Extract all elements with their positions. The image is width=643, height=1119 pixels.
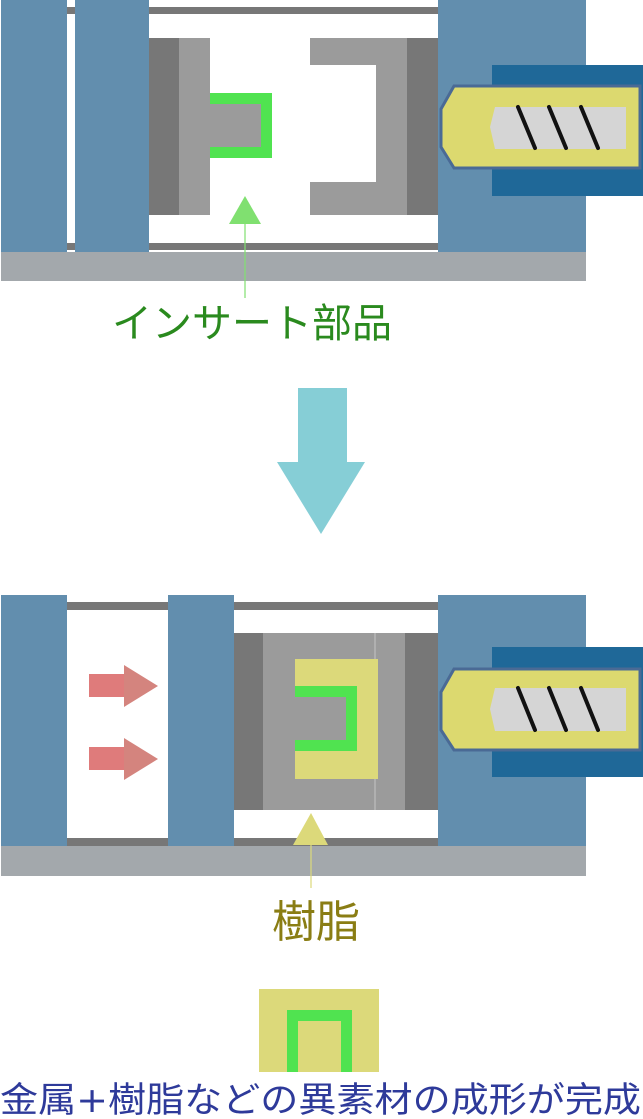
step1-machine [1,0,643,298]
screw-flights [516,686,600,732]
resin-pointer-icon [293,813,328,845]
tie-bar-bottom [67,243,439,250]
machine-base [1,252,586,281]
machine-base [1,846,586,876]
arrow-right-icon [89,665,158,707]
mold-core [295,697,346,740]
insert-part-label: インサート部品 [112,301,392,347]
moving-mold-plate [179,38,210,215]
finished-resin [259,989,379,1072]
moving-mold-back [149,38,179,215]
moving-platen [168,595,234,846]
result-caption: 金属+樹脂などの異素材の成形が完成 [0,1081,641,1119]
fixed-mold-cavity [310,38,407,215]
arrow-right-icon [89,738,158,780]
rear-platen [1,0,67,252]
arrow-down-icon [277,388,365,534]
finished-part [259,989,379,1072]
fixed-mold-back [405,633,438,810]
screw-flights [516,105,600,150]
fixed-mold-back [407,38,438,215]
tie-bar-bottom [67,838,439,846]
finished-insert [287,1010,352,1072]
tie-bar-top [67,602,439,610]
moving-mold-back [234,633,263,810]
step2-machine [1,595,643,888]
resin-label: 樹脂 [272,897,360,948]
rear-platen [1,595,67,846]
moving-platen [75,0,149,252]
mold-core [210,104,261,147]
insert-pointer-icon [229,196,261,224]
tie-bar-top [67,7,439,14]
